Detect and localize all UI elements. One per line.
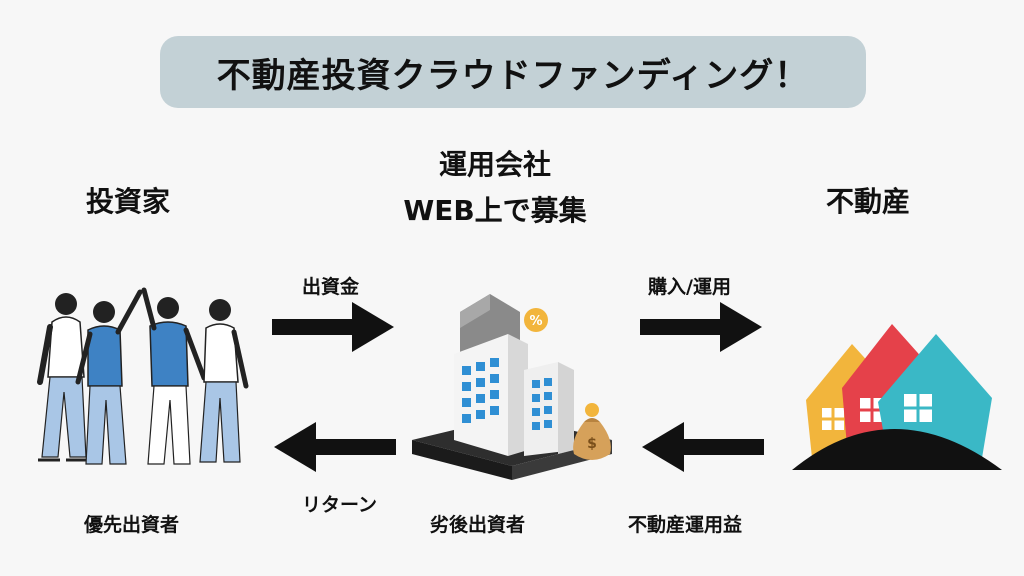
investor-label: 投資家 xyxy=(86,185,171,218)
percent-badge-icon: % xyxy=(524,308,548,332)
svg-text:$: $ xyxy=(587,436,597,452)
investors-high-five-illustration xyxy=(37,287,249,465)
income-arrow-icon xyxy=(642,422,764,472)
income-flow-label: 不動産運用益 xyxy=(628,514,743,536)
operator-label: 運用会社 WEB上で募集 xyxy=(350,142,640,234)
investor-sublabel: 優先出資者 xyxy=(84,514,180,536)
investor-figure-1 xyxy=(37,293,88,462)
investor-figure-4 xyxy=(199,299,249,463)
investment-arrow-icon xyxy=(272,302,394,352)
return-arrow-icon xyxy=(274,422,396,472)
operator-label-line1: 運用会社 xyxy=(438,148,551,181)
realestate-label: 不動産 xyxy=(826,185,911,218)
operator-label-line2: WEB上で募集 xyxy=(403,194,587,227)
house-teal xyxy=(878,334,992,458)
operator-sublabel: 劣後出資者 xyxy=(430,514,526,536)
investor-figure-2 xyxy=(75,289,143,465)
money-bag-icon: $ xyxy=(573,403,611,460)
office-building-icon: % $ xyxy=(412,294,612,480)
svg-text:%: % xyxy=(529,314,542,329)
purchase-arrow-icon xyxy=(640,302,762,352)
investment-flow-label: 出資金 xyxy=(302,276,360,298)
page-title: 不動産投資クラウドファンディング！ xyxy=(216,55,810,96)
return-flow-label: リターン xyxy=(302,494,378,516)
purchase-flow-label: 購入/運用 xyxy=(648,276,731,298)
title-banner: 不動産投資クラウドファンディング！ xyxy=(160,36,866,108)
investor-figure-3 xyxy=(141,287,207,465)
houses-icon xyxy=(792,324,1002,470)
